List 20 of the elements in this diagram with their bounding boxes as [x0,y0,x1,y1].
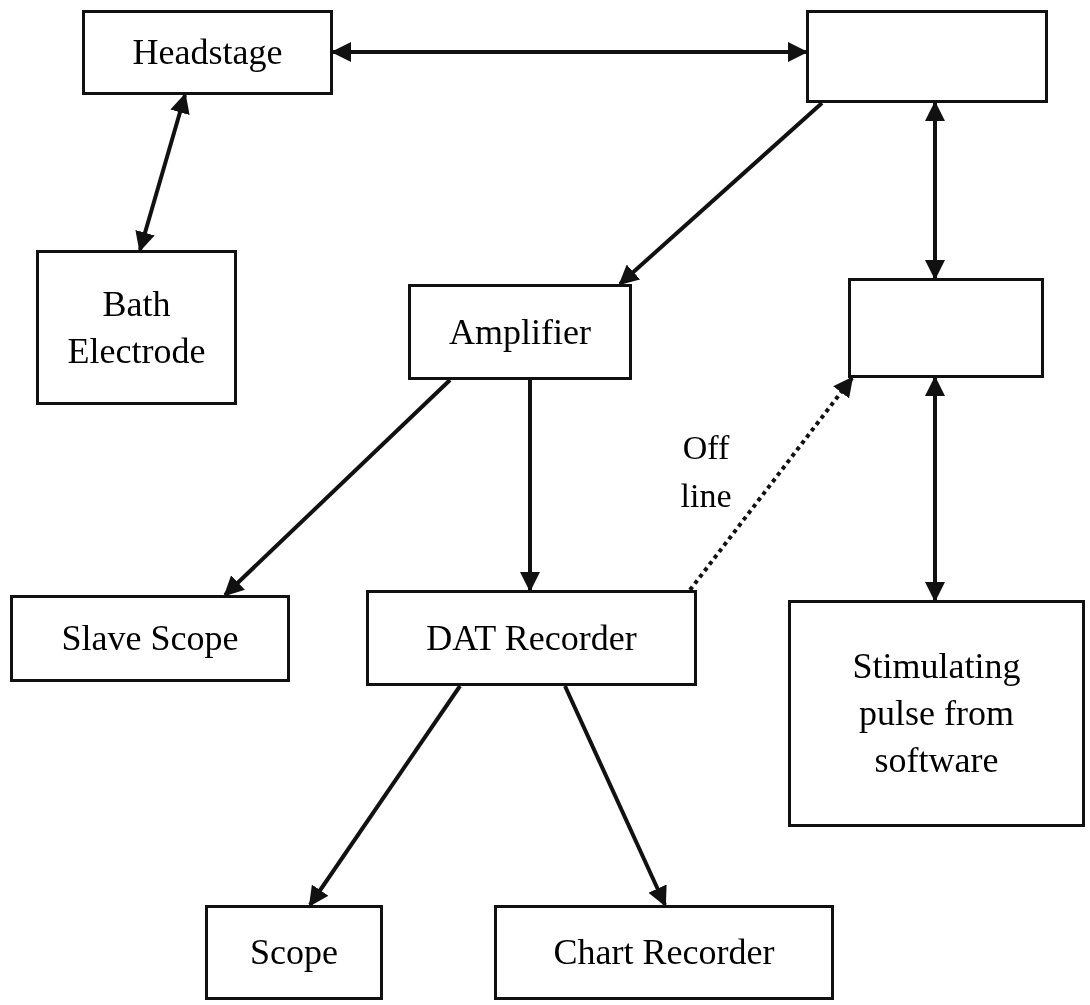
arrow [520,380,540,592]
arrow [925,101,945,280]
arrow [618,101,824,286]
arrow [563,685,667,907]
arrow [925,376,945,602]
process-box: Bath Electrode [36,250,237,405]
arrow [223,378,452,597]
process-box: Scope [205,905,383,1000]
process-box: Slave Scope [10,595,290,682]
arrow [331,42,808,62]
process-box: Chart Recorder [494,905,834,1000]
arrow [135,93,190,252]
process-box: Headstage [82,10,333,95]
process-box [806,10,1048,103]
process-box [848,278,1044,378]
arrow [688,376,854,592]
process-box: Stimulating pulse from software [788,600,1085,827]
process-box: Amplifier [408,284,632,380]
process-box: DAT Recorder [366,590,697,686]
arrow [308,684,462,907]
